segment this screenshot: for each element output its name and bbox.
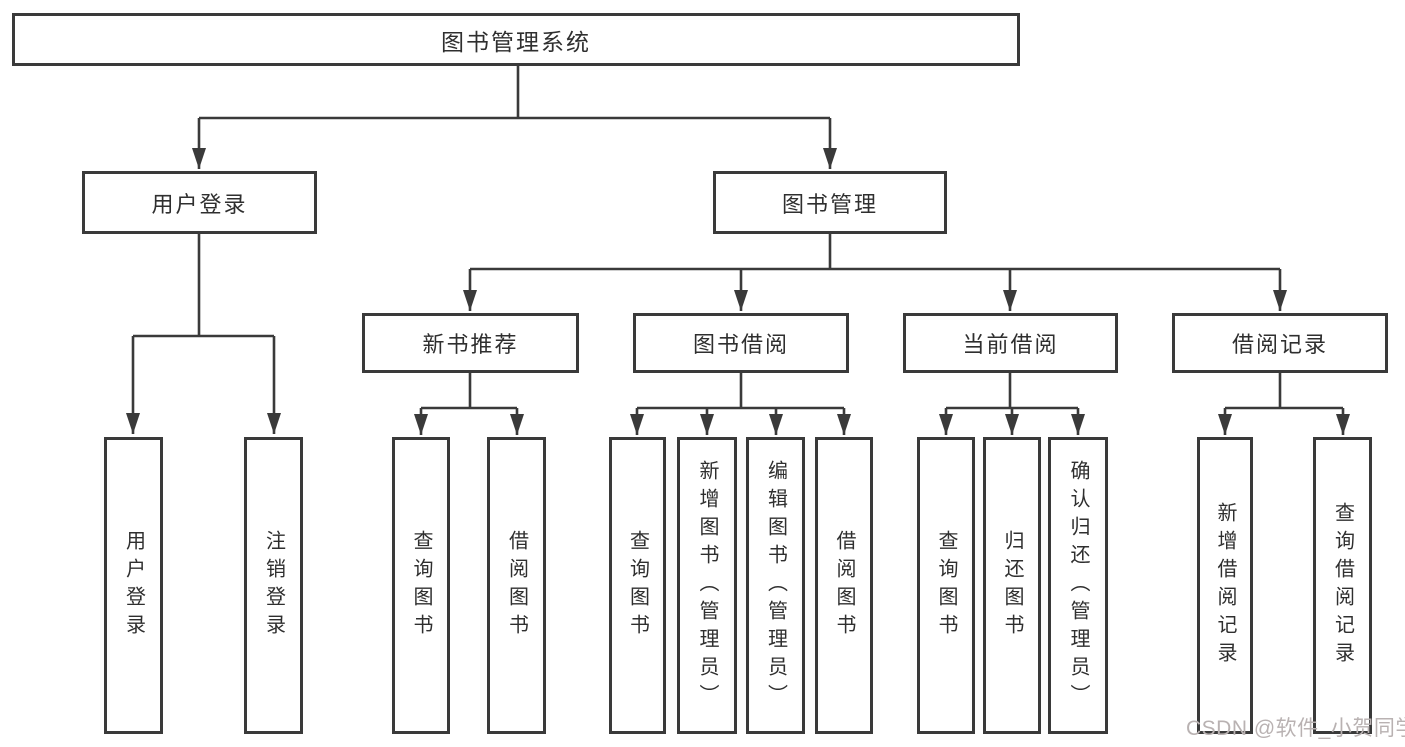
node-book-management: 图书管理 <box>713 171 947 234</box>
node-logout: 注销登录 <box>244 437 303 734</box>
connector-root-to-level1 <box>192 66 837 169</box>
node-label: 查询借阅记录 <box>1331 501 1354 670</box>
node-borrowing-borrow-books: 借阅图书 <box>815 437 873 734</box>
node-label: 新增图书（管理员） <box>696 459 718 712</box>
connector-user-login-children <box>126 234 281 434</box>
node-label: 借阅图书 <box>505 529 528 642</box>
connector-new-book-recommend-children <box>414 373 524 435</box>
node-recommend-borrow-books: 借阅图书 <box>487 437 546 734</box>
node-user-login-leaf: 用户登录 <box>104 437 163 734</box>
node-current-borrowing: 当前借阅 <box>903 313 1118 373</box>
csdn-watermark: CSDN @软件_小贺同学 <box>1186 717 1405 740</box>
node-current-return-books: 归还图书 <box>983 437 1041 734</box>
connector-current-borrowing-children <box>939 373 1085 435</box>
node-current-confirm-return: 确认归还（管理员） <box>1048 437 1108 734</box>
node-borrowing-records: 借阅记录 <box>1172 313 1388 373</box>
node-label: 用户登录 <box>122 529 145 642</box>
node-recommend-query-books: 查询图书 <box>392 437 450 734</box>
node-new-book-recommend: 新书推荐 <box>362 313 579 373</box>
node-label: 归还图书 <box>1001 529 1023 642</box>
node-label: 注销登录 <box>262 529 285 642</box>
node-current-query-books: 查询图书 <box>917 437 975 734</box>
node-label: 确认归还（管理员） <box>1067 459 1089 712</box>
node-borrowing-add-books: 新增图书（管理员） <box>677 437 737 734</box>
connector-book-borrowing-children <box>630 373 851 435</box>
node-label: 查询图书 <box>935 529 957 642</box>
node-book-borrowing: 图书借阅 <box>633 313 849 373</box>
node-records-query-record: 查询借阅记录 <box>1313 437 1372 734</box>
node-borrowing-query-books: 查询图书 <box>609 437 666 734</box>
connector-book-management-children <box>463 234 1287 311</box>
node-label: 查询图书 <box>626 529 649 642</box>
node-label: 编辑图书（管理员） <box>764 459 787 712</box>
node-label: 新增借阅记录 <box>1214 501 1236 670</box>
node-borrowing-edit-books: 编辑图书（管理员） <box>746 437 805 734</box>
connector-borrowing-records-children <box>1218 373 1350 435</box>
node-label: 查询图书 <box>410 529 432 642</box>
node-records-add-record: 新增借阅记录 <box>1197 437 1253 734</box>
node-label: 借阅图书 <box>833 529 855 642</box>
node-library-management-system: 图书管理系统 <box>12 13 1020 66</box>
node-user-login: 用户登录 <box>82 171 317 234</box>
